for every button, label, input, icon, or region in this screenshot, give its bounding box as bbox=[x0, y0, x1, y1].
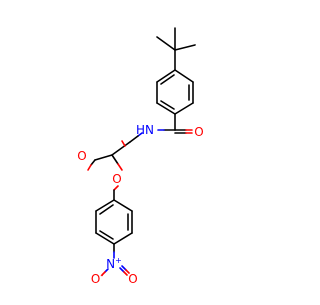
nitro-n-label: N+ bbox=[106, 256, 122, 271]
bond bbox=[95, 199, 115, 212]
molecule-structure: HN O O O N+ O- O bbox=[77, 27, 204, 286]
nitro-o-minus-label: O- bbox=[91, 271, 103, 286]
nitro-o-label: O bbox=[128, 272, 137, 286]
bond bbox=[87, 164, 92, 171]
bond bbox=[113, 199, 133, 212]
bond bbox=[160, 100, 175, 110]
bond bbox=[99, 204, 114, 215]
bond bbox=[156, 102, 176, 115]
bond bbox=[174, 69, 194, 83]
bond bbox=[117, 163, 123, 171]
bond bbox=[90, 159, 96, 166]
bond bbox=[113, 232, 133, 245]
benzene-ring-top bbox=[156, 69, 194, 115]
bond bbox=[156, 36, 176, 51]
bond bbox=[160, 74, 175, 85]
bond bbox=[99, 230, 114, 240]
molecule-canvas: HN O O O N+ O- O bbox=[77, 27, 204, 286]
bond bbox=[94, 154, 113, 161]
amide-n-label: HN bbox=[136, 123, 154, 137]
bond bbox=[123, 271, 128, 276]
ester-carbonyl-o-label: O bbox=[77, 149, 86, 163]
bond bbox=[111, 154, 119, 165]
bond bbox=[101, 271, 106, 276]
bond bbox=[113, 185, 119, 191]
bond bbox=[95, 232, 115, 245]
tert-butyl-group bbox=[156, 27, 196, 71]
amide-o-label: O bbox=[194, 125, 203, 139]
bond bbox=[137, 132, 143, 137]
bond bbox=[125, 269, 130, 274]
ester-o-label: O bbox=[112, 172, 121, 186]
ester-group bbox=[87, 140, 131, 171]
bond bbox=[119, 267, 125, 273]
atom-labels: HN O O O N+ O- O bbox=[77, 123, 203, 286]
amide-group bbox=[129, 113, 193, 143]
bond bbox=[174, 44, 196, 51]
benzene-ring-bottom bbox=[95, 199, 133, 245]
bond bbox=[174, 102, 194, 115]
bond bbox=[111, 141, 131, 156]
bond bbox=[121, 265, 127, 271]
bond bbox=[121, 140, 126, 147]
benzyl-linker bbox=[113, 185, 119, 201]
nitro-group bbox=[101, 243, 130, 276]
bond bbox=[156, 69, 176, 83]
bond bbox=[129, 135, 139, 143]
